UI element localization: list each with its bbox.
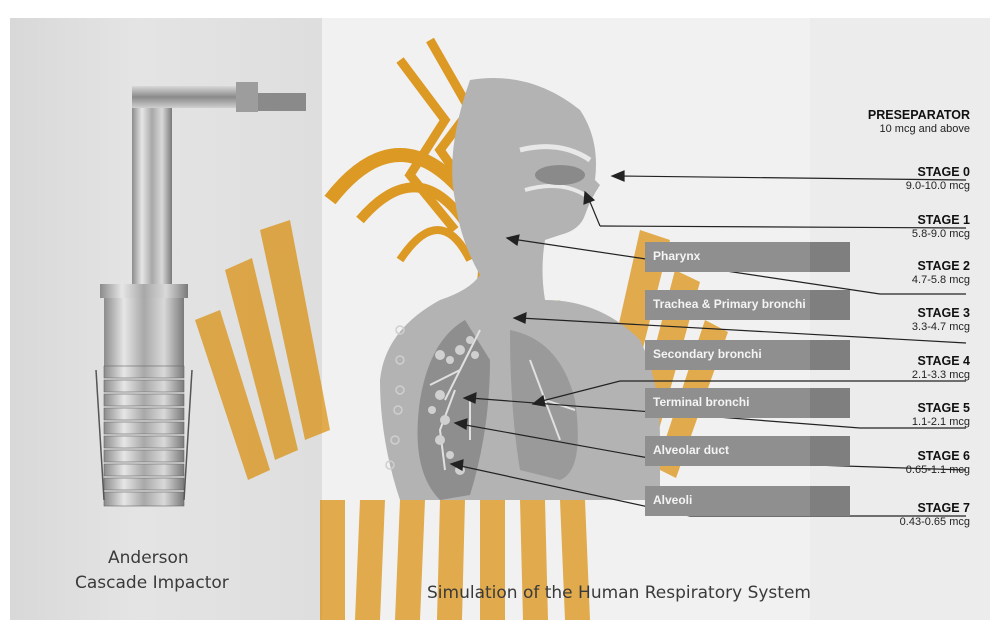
stage-name: STAGE 4 [912, 354, 970, 369]
stage-6-label: STAGE 6 0.65-1.1 mcg [906, 449, 970, 477]
human-silhouette [380, 78, 660, 500]
region-label: Alveoli [653, 493, 692, 507]
stage-range: 3.3-4.7 mcg [912, 321, 970, 334]
region-box-pharynx: Pharynx [645, 242, 850, 272]
region-box-terminal-bronchi: Terminal bronchi [645, 388, 850, 418]
region-label: Secondary bronchi [653, 347, 762, 361]
stage-name: STAGE 7 [900, 501, 970, 516]
stage-2-label: STAGE 2 4.7-5.8 mcg [912, 259, 970, 287]
device-caption-line2: Cascade Impactor [75, 573, 229, 593]
stage-range: 9.0-10.0 mcg [906, 180, 970, 193]
stage-7-label: STAGE 7 0.43-0.65 mcg [900, 501, 970, 529]
region-label: Terminal bronchi [653, 395, 749, 409]
stage-range: 5.8-9.0 mcg [912, 228, 970, 241]
region-box-secondary-bronchi: Secondary bronchi [645, 340, 850, 370]
device-caption-line1: Anderson [108, 548, 189, 568]
stage-name: STAGE 1 [912, 213, 970, 228]
stage-range: 1.1-2.1 mcg [912, 416, 970, 429]
stage-name: STAGE 2 [912, 259, 970, 274]
region-box-trachea: Trachea & Primary bronchi [645, 290, 850, 320]
region-label: Pharynx [653, 249, 700, 263]
stage-5-label: STAGE 5 1.1-2.1 mcg [912, 401, 970, 429]
stage-name: PRESEPARATOR [868, 108, 970, 123]
stage-4-label: STAGE 4 2.1-3.3 mcg [912, 354, 970, 382]
stage-range: 0.43-0.65 mcg [900, 516, 970, 529]
stage-1-label: STAGE 1 5.8-9.0 mcg [912, 213, 970, 241]
stage-range: 2.1-3.3 mcg [912, 369, 970, 382]
stage-name: STAGE 5 [912, 401, 970, 416]
stage-range: 10 mcg and above [868, 123, 970, 136]
region-box-alveoli: Alveoli [645, 486, 850, 516]
diagram-caption: Simulation of the Human Respiratory Syst… [427, 583, 811, 603]
stage-name: STAGE 0 [906, 165, 970, 180]
stage-range: 0.65-1.1 mcg [906, 464, 970, 477]
stage-0-label: STAGE 0 9.0-10.0 mcg [906, 165, 970, 193]
stage-name: STAGE 6 [906, 449, 970, 464]
stage-3-label: STAGE 3 3.3-4.7 mcg [912, 306, 970, 334]
stage-range: 4.7-5.8 mcg [912, 274, 970, 287]
region-label: Alveolar duct [653, 443, 729, 457]
preseparator-label: PRESEPARATOR 10 mcg and above [868, 108, 970, 136]
region-label: Trachea & Primary bronchi [653, 297, 806, 311]
region-box-alveolar-duct: Alveolar duct [645, 436, 850, 466]
stage-name: STAGE 3 [912, 306, 970, 321]
